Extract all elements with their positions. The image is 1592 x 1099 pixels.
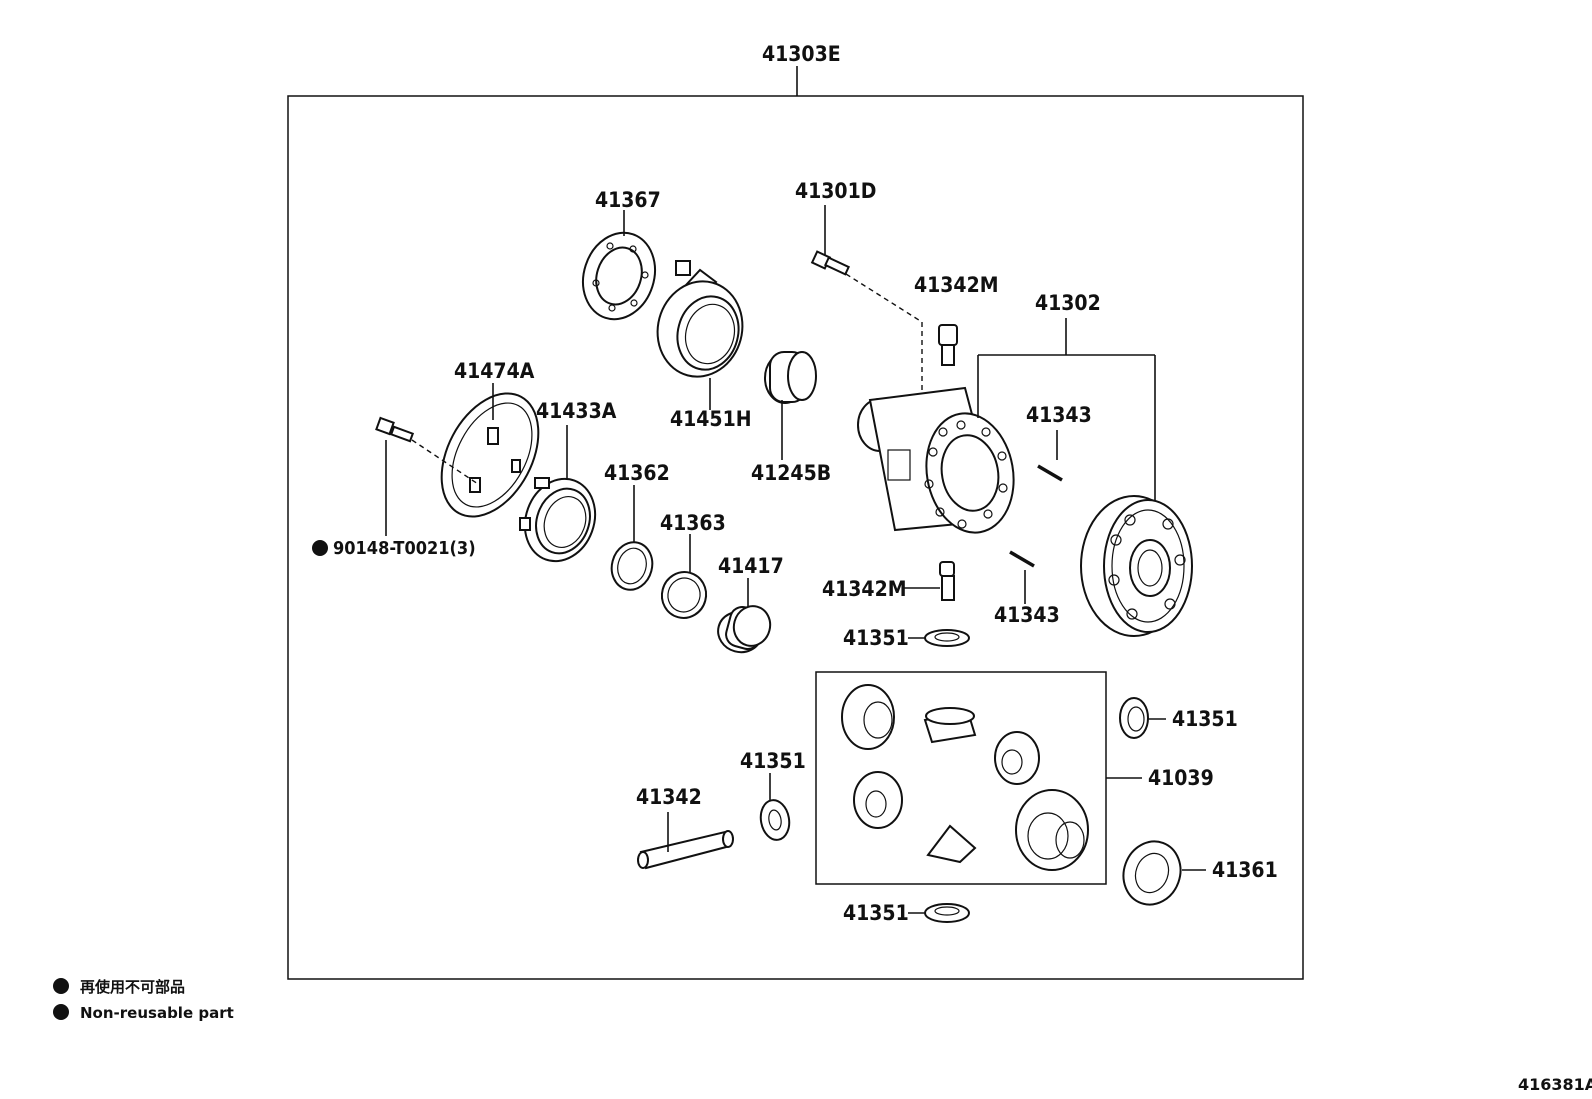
label-41245B[interactable]: 41245B	[751, 461, 831, 485]
label-41451H[interactable]: 41451H	[670, 407, 752, 431]
label-41363[interactable]: 41363	[660, 511, 726, 535]
label-41433A[interactable]: 41433A	[536, 399, 617, 423]
assembly-frame	[287, 95, 1304, 980]
legend-jp: 再使用不可部品	[80, 978, 185, 996]
label-41302[interactable]: 41302	[1035, 291, 1101, 315]
sleeve-41245B	[764, 351, 817, 404]
sensor-rotor-41433A	[519, 477, 597, 563]
label-41351-right[interactable]: 41351	[1172, 707, 1238, 731]
shaft-41342	[637, 830, 734, 870]
label-41301D[interactable]: 41301D	[795, 179, 876, 203]
bolt-90148	[375, 416, 415, 443]
ring-41363	[660, 571, 708, 619]
legend-marker-en	[53, 1004, 69, 1020]
pin-41343-mid	[1009, 550, 1035, 568]
label-41351-mid[interactable]: 41351	[843, 626, 909, 650]
washer-41351-left	[759, 799, 791, 841]
pin-41342M-top	[938, 324, 958, 366]
label-41474A[interactable]: 41474A	[454, 359, 535, 383]
washer-41351-right	[1119, 697, 1149, 739]
label-41351-left[interactable]: 41351	[740, 749, 806, 773]
ring-gear	[1080, 495, 1193, 637]
bolt-41301D	[810, 250, 850, 276]
label-41367[interactable]: 41367	[595, 188, 661, 212]
thrust-washer-41361	[1122, 840, 1182, 906]
bush-41417	[717, 605, 772, 654]
label-41039[interactable]: 41039	[1148, 766, 1214, 790]
ring-41362	[610, 541, 654, 591]
legend-marker-jp	[53, 978, 69, 994]
assembly-label[interactable]: 41303E	[762, 42, 841, 66]
differential-case-41302	[857, 386, 1015, 534]
bearing-race-41367	[582, 231, 656, 321]
pin-41343-top	[1037, 464, 1063, 482]
washer-41351-bottom	[924, 903, 970, 923]
cover-plate-41474A	[440, 392, 540, 518]
label-41342M-top[interactable]: 41342M	[914, 273, 999, 297]
label-41342M-mid[interactable]: 41342M	[822, 577, 907, 601]
bearing-41451H	[656, 260, 744, 378]
label-41343-top[interactable]: 41343	[1026, 403, 1092, 427]
figure-id: 416381A	[1518, 1075, 1592, 1094]
label-41351-bottom[interactable]: 41351	[843, 901, 909, 925]
label-41361[interactable]: 41361	[1212, 858, 1278, 882]
label-41342[interactable]: 41342	[636, 785, 702, 809]
label-41417[interactable]: 41417	[718, 554, 784, 578]
label-41362[interactable]: 41362	[604, 461, 670, 485]
pinion-gears	[841, 684, 1089, 871]
pin-41342M-mid	[939, 561, 955, 601]
label-41343-mid[interactable]: 41343	[994, 603, 1060, 627]
label-90148[interactable]: 90148-T0021(3)	[333, 538, 476, 559]
washer-41351-mid	[924, 629, 970, 647]
non-reusable-marker	[312, 540, 328, 556]
legend-en: Non-reusable part	[80, 1004, 234, 1022]
